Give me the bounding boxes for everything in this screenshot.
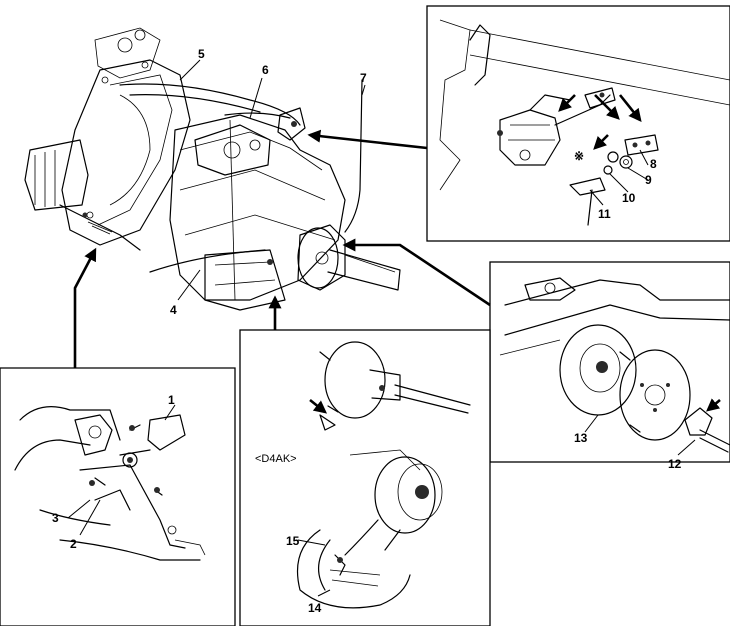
callout-9: 9 (645, 173, 652, 187)
callout-4: 4 (170, 303, 177, 317)
callout-10: 10 (622, 191, 636, 205)
callout-labels: 1 2 3 4 5 6 7 8 9 10 11 12 13 14 15 <D4A… (52, 47, 682, 615)
inset-shift-lever (426, 5, 730, 242)
leader-lines (67, 59, 696, 597)
variant-label: <D4AK> (255, 453, 297, 465)
callout-15: 15 (286, 534, 300, 548)
callout-2: 2 (70, 537, 77, 551)
main-transmission-view (24, 27, 401, 311)
callout-12: 12 (668, 457, 682, 471)
callout-7: 7 (360, 71, 367, 85)
callout-1: 1 (168, 393, 175, 407)
callout-8: 8 (650, 157, 657, 171)
asterisk-mark: ※ (574, 149, 584, 163)
callout-14: 14 (308, 601, 322, 615)
callout-11: 11 (598, 207, 611, 221)
callout-13: 13 (574, 431, 588, 445)
inset-propeller-shaft (489, 261, 730, 463)
callout-6: 6 (262, 63, 269, 77)
inset-clutch-cable (0, 367, 236, 626)
callout-3: 3 (52, 511, 59, 525)
callout-5: 5 (198, 47, 205, 61)
inset-d4ak-brake (239, 329, 491, 626)
connector-arrows (73, 129, 491, 368)
